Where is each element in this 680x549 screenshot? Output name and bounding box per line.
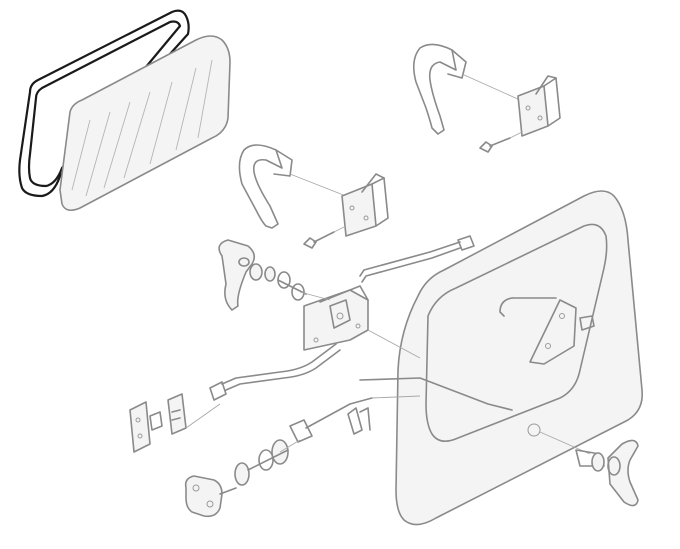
leader-lines — [185, 291, 421, 453]
bolt-middle — [303, 225, 347, 249]
outside-t-handle — [539, 431, 639, 507]
latch-rod-lower — [209, 343, 341, 401]
lock-cylinder-left — [184, 439, 289, 518]
striker-catch — [167, 393, 187, 435]
handle-washers — [249, 263, 307, 301]
hinge-bracket-middle — [341, 173, 389, 237]
hinge-strap-middle — [238, 144, 347, 229]
door-latch-mechanism — [499, 297, 595, 365]
door-rod — [359, 377, 513, 411]
inside-handle — [218, 239, 256, 311]
door-panel — [395, 190, 644, 526]
hinge-bracket-upper — [517, 75, 561, 137]
striker-plate — [129, 401, 163, 453]
hinge-strap-upper — [412, 43, 521, 135]
lock-link — [289, 397, 373, 443]
window-glass — [59, 35, 231, 212]
bolt-upper — [479, 131, 523, 153]
latch-rod-upper — [359, 235, 475, 283]
